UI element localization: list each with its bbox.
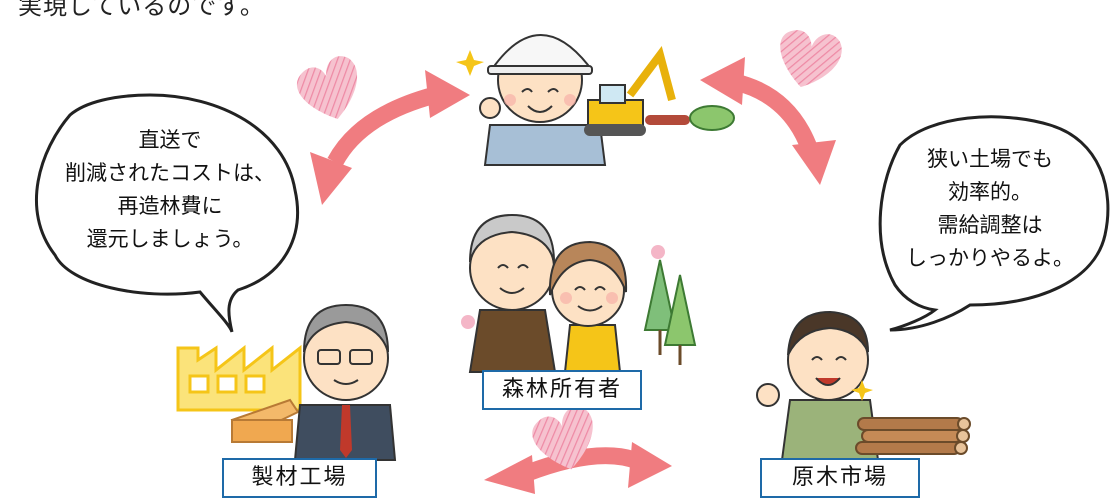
speech-bubble-right-text: 狭い土場でも 効率的。 需給調整は しっかりやるよ。 (906, 147, 1074, 270)
heart-icon (532, 406, 593, 470)
forestry-worker-illustration (456, 34, 607, 166)
flower-icon (461, 315, 475, 329)
arrow-top-right (700, 57, 836, 185)
label-log-market: 原木市場 (760, 458, 920, 498)
flower-icon (651, 245, 665, 259)
arrow-top-left (310, 70, 470, 205)
label-sawmill: 製材工場 (222, 458, 377, 498)
speech-bubble-left-text: 直送で 削減されたコストは、 再造林費に 還元しましょう。 (65, 128, 275, 251)
log-market-worker-illustration (756, 310, 880, 461)
logs-illustration (855, 417, 971, 455)
speech-bubble-left (34, 93, 300, 333)
sawmill-illustration (176, 344, 302, 443)
sparkle-icon (456, 50, 484, 76)
excavator-illustration (584, 46, 735, 136)
speech-bubble-right (878, 115, 1110, 332)
sparkle-icon (851, 380, 873, 401)
heart-icon (296, 56, 357, 119)
heart-icon (780, 30, 842, 88)
arrow-bottom (484, 442, 672, 494)
forest-owners-illustration (461, 213, 697, 373)
intro-text-fragment: 実現しているのです。 (18, 0, 265, 20)
sawmill-manager-illustration (293, 303, 397, 461)
label-forest-owner: 森林所有者 (482, 370, 642, 410)
